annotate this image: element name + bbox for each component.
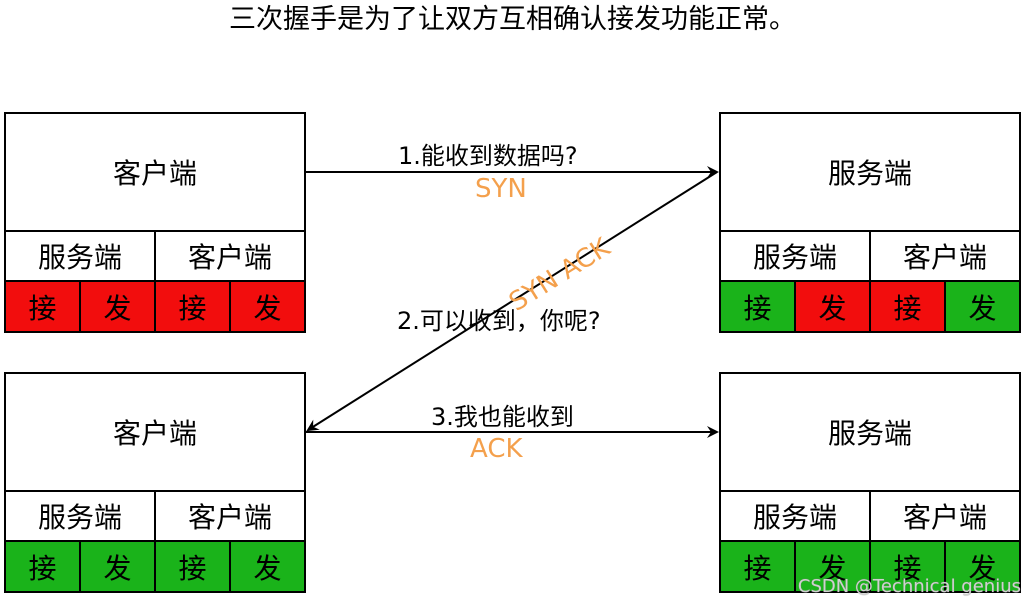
- status-row: 接 发 接 发: [721, 282, 1019, 331]
- box-subheader: 服务端 客户端: [6, 492, 304, 542]
- server-box-initial: 服务端 服务端 客户端 接 发 接 发: [719, 112, 1021, 333]
- subheader-client: 客户端: [869, 492, 1019, 540]
- box-subheader: 服务端 客户端: [6, 232, 304, 282]
- box-heading: 服务端: [721, 374, 1019, 492]
- status-cell: 接: [6, 282, 79, 331]
- message-1-text: 1.能收到数据吗?: [398, 142, 578, 170]
- status-cell: 发: [944, 542, 1019, 591]
- status-cell: 发: [794, 282, 869, 331]
- status-cell: 发: [229, 282, 304, 331]
- status-row: 接 发 接 发: [6, 282, 304, 331]
- syn-ack-arrow: [306, 171, 718, 432]
- box-heading: 客户端: [6, 114, 304, 232]
- subheader-server: 服务端: [752, 501, 837, 534]
- status-cell: 接: [721, 542, 794, 591]
- client-box-final: 客户端 服务端 客户端 接 发 接 发: [4, 372, 306, 593]
- message-3-text: 3.我也能收到: [431, 403, 574, 431]
- status-cell: 发: [794, 542, 869, 591]
- status-cell: 接: [6, 542, 79, 591]
- subheader-server: 服务端: [752, 241, 837, 274]
- message-1-tag: SYN: [475, 174, 527, 204]
- client-box-initial: 客户端 服务端 客户端 接 发 接 发: [4, 112, 306, 333]
- box-heading: 服务端: [721, 114, 1019, 232]
- status-cell: 接: [869, 542, 944, 591]
- status-row: 接 发 接 发: [721, 542, 1019, 591]
- diagram-title: 三次握手是为了让双方互相确认接发功能正常。: [229, 4, 796, 35]
- status-cell: 接: [154, 542, 229, 591]
- status-cell: 接: [154, 282, 229, 331]
- subheader-client: 客户端: [154, 232, 304, 280]
- status-cell: 接: [721, 282, 794, 331]
- status-cell: 发: [79, 282, 154, 331]
- status-cell: 接: [869, 282, 944, 331]
- subheader-server: 服务端: [37, 501, 122, 534]
- subheader-client: 客户端: [869, 232, 1019, 280]
- status-cell: 发: [229, 542, 304, 591]
- watermark: CSDN @Technical genius: [797, 576, 1021, 597]
- box-subheader: 服务端 客户端: [721, 232, 1019, 282]
- box-subheader: 服务端 客户端: [721, 492, 1019, 542]
- subheader-client: 客户端: [154, 492, 304, 540]
- message-3-tag: ACK: [470, 434, 523, 464]
- subheader-server: 服务端: [37, 241, 122, 274]
- status-cell: 发: [79, 542, 154, 591]
- message-2-text: 2.可以收到，你呢?: [397, 307, 601, 335]
- box-heading: 客户端: [6, 374, 304, 492]
- status-cell: 发: [944, 282, 1019, 331]
- status-row: 接 发 接 发: [6, 542, 304, 591]
- server-box-final: 服务端 服务端 客户端 接 发 接 发: [719, 372, 1021, 593]
